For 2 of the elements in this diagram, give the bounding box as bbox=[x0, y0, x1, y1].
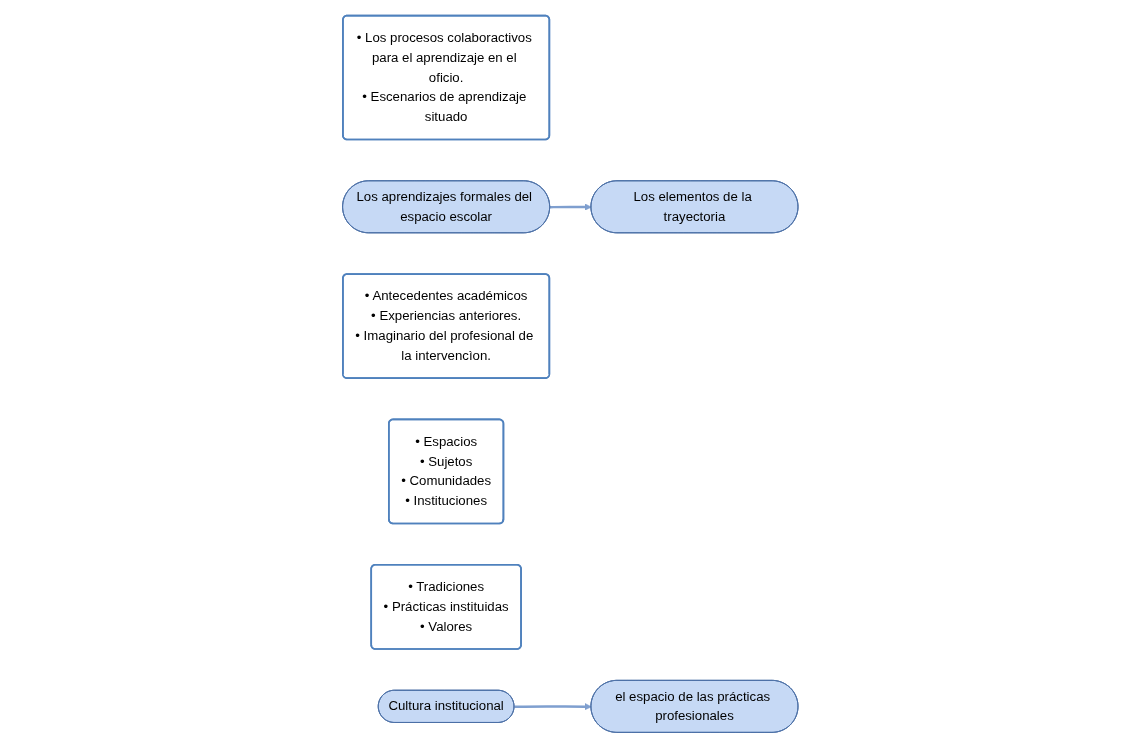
arrow bbox=[514, 703, 592, 711]
arrow bbox=[549, 203, 592, 211]
